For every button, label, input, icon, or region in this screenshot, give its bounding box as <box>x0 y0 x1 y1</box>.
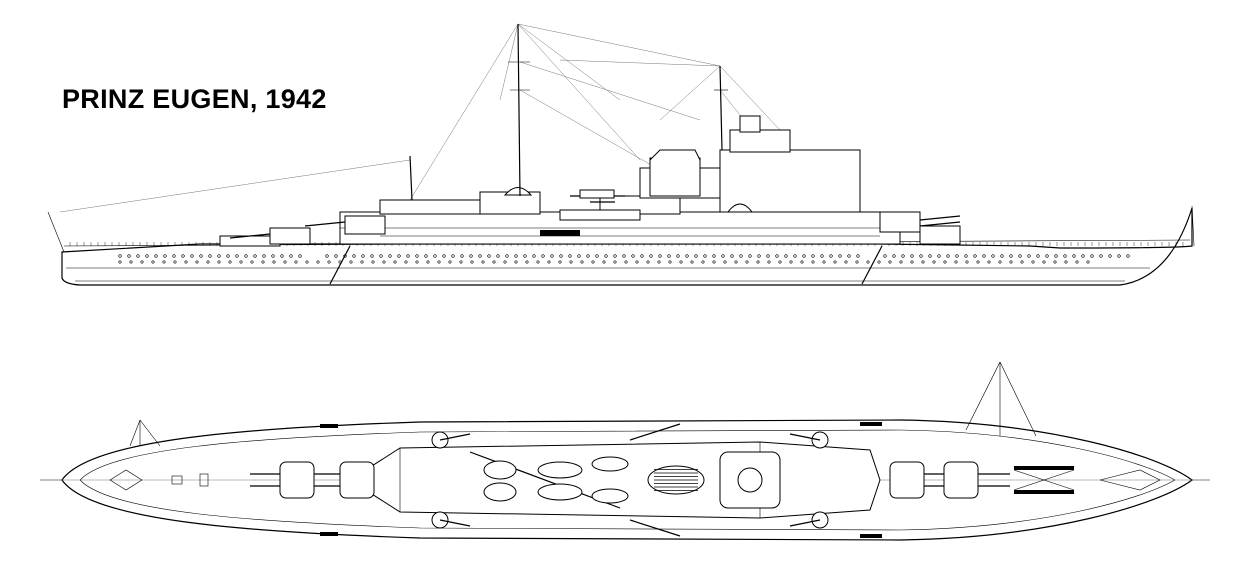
turret-bruno-plan <box>889 461 944 499</box>
aircraft-on-catapult <box>570 189 625 203</box>
turret-caesar-plan <box>314 461 375 499</box>
turret-anton-side <box>879 211 961 233</box>
superstructure <box>219 115 901 247</box>
funnel <box>649 149 701 197</box>
plan-booms <box>40 361 1210 481</box>
turret-bruno-side <box>919 225 961 245</box>
turret-dora-side <box>229 227 311 245</box>
hull-outline <box>61 207 1193 286</box>
funnel-grille <box>654 469 698 491</box>
turret-anton-plan <box>943 461 1010 499</box>
drawing-title: PRINZ EUGEN, 1942 <box>62 84 327 114</box>
side-profile-view <box>47 23 1195 286</box>
turret-caesar-side <box>304 215 386 235</box>
turret-dora-plan <box>250 461 315 499</box>
secondary-guns <box>431 423 829 537</box>
jackstaff <box>1191 205 1195 247</box>
masts <box>409 23 728 201</box>
ensign-staff <box>47 211 65 253</box>
portholes-upper <box>118 254 1130 258</box>
portholes-lower <box>118 260 1090 264</box>
rigging-wires <box>59 23 781 213</box>
plan-view <box>40 361 1210 541</box>
